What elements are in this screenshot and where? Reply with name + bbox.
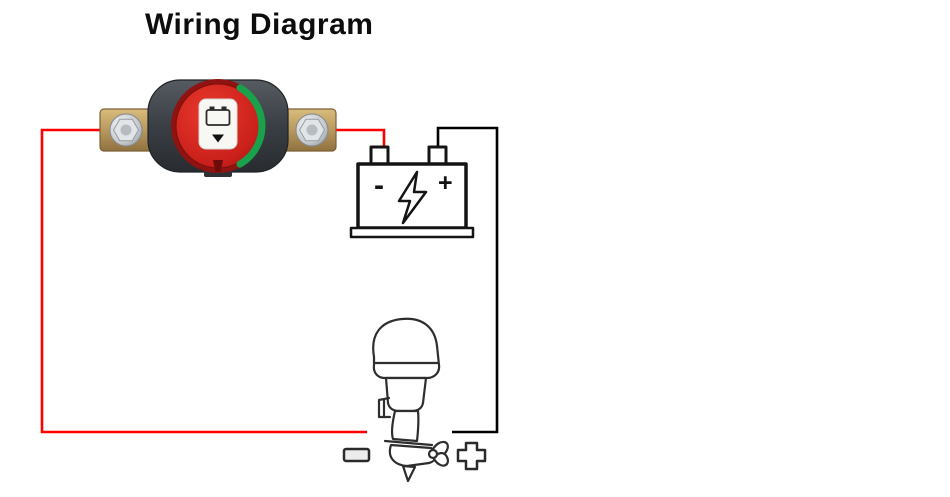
motor-negative-symbol (342, 447, 371, 463)
battery-switch (99, 79, 337, 177)
outboard-motor-icon (372, 317, 449, 483)
positive-wire (436, 126, 499, 434)
diagram-title: Wiring Diagram (145, 8, 374, 41)
arrow-down-icon (212, 134, 224, 143)
switch-knob (171, 79, 266, 173)
motor-midsection (384, 376, 428, 413)
motor-leg (390, 409, 420, 443)
negative-wire-switch-to-motor (40, 128, 367, 434)
battery-icon: - + (349, 145, 475, 239)
battery-negative-terminal (369, 145, 390, 166)
motor-skeg (401, 464, 417, 483)
switch-knob-sticker (198, 98, 238, 150)
switch-right-nut (295, 113, 329, 147)
positive-wire-battery-to-motor (436, 126, 499, 434)
switch-left-nut (109, 113, 143, 147)
battery-glyph-icon (205, 109, 231, 126)
lightning-bolt-icon (397, 170, 428, 225)
switch-on-indicator-arc (236, 84, 266, 168)
motor-cavitation-plate (383, 439, 434, 447)
switch-knob-notch (213, 160, 223, 172)
battery-positive-label: + (438, 169, 453, 197)
battery-base (349, 226, 475, 239)
motor-cowling (372, 317, 441, 380)
battery-positive-terminal (427, 145, 448, 166)
motor-positive-symbol (456, 441, 487, 471)
battery-negative-label: - (374, 169, 384, 202)
motor-propeller (427, 440, 449, 467)
